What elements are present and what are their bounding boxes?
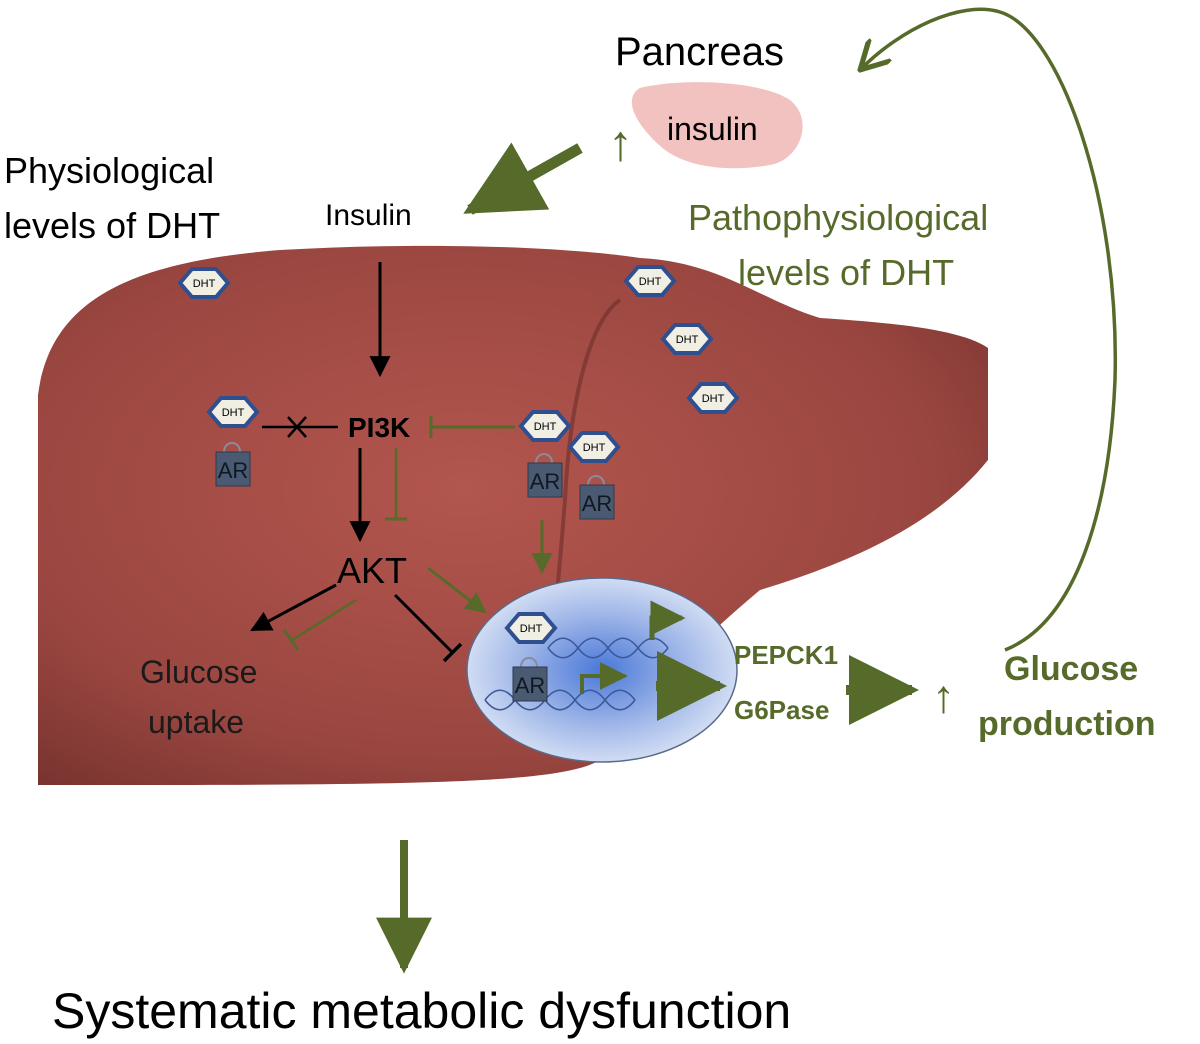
ar-box [215,451,251,487]
dht-label: DHT [534,421,557,433]
ar-box [579,484,615,520]
pepck1-label: PEPCK1 [734,640,838,670]
dht-molecule: DHT [686,382,740,414]
ar-label: AR [530,469,561,494]
dht-label: DHT [702,393,725,405]
block-cross-b [287,416,307,438]
dht-molecule: DHT [504,612,558,644]
dht-label: DHT [193,278,216,290]
glucose-uptake-line2: uptake [148,704,244,740]
feedback-curve-arrow [862,7,1118,652]
dna-helix-upper [547,637,669,659]
pancreas-insulin-label: insulin [667,111,758,147]
insulin-label: Insulin [325,199,412,232]
g6pase-label: G6Pase [734,695,829,725]
ar-receptor: AR [527,453,563,498]
dht-label: DHT [583,442,606,454]
ar-receptor: AR [579,475,615,520]
akt-to-nucleus-arrow [427,566,487,614]
pancreas-up-arrow: ↑ [608,115,633,171]
physiological-line2: levels of DHT [4,205,220,246]
dht-molecule: DHT [518,410,572,442]
dna-helix-lower [484,689,636,711]
dht-label: DHT [520,623,543,635]
ar-label: AR [582,491,613,516]
dht-hexagon [686,382,740,414]
dht-hexagon [623,265,677,297]
dht-label: DHT [639,276,662,288]
physiological-line1: Physiological [4,150,214,191]
pi3k-label: PI3K [348,412,410,443]
nucleus [466,577,738,763]
outcome-label: Systematic metabolic dysfunction [52,983,791,1039]
dht-molecule: DHT [206,396,260,428]
pathophysiological-line2: levels of DHT [738,252,954,293]
pancreas-title: Pancreas [615,30,784,74]
dht-molecule: DHT [623,265,677,297]
dht-label: DHT [676,334,699,346]
glucose-production-up-arrow: ↑ [932,670,955,722]
ar-receptors: AR AR AR AR [215,442,615,702]
dht-molecules: DHT DHT DHT DHT DHT DHT DHT DHT [177,265,740,644]
ar-receptor: AR [215,442,251,487]
transcription-arrow-lower [580,662,628,694]
ar-binding-site [535,453,553,464]
ar-box [527,462,563,498]
pancreas-shape [631,82,803,169]
dht-molecule: DHT [660,323,714,355]
pancreas-to-insulin-arrow [463,142,583,215]
ar-binding-site [587,475,605,486]
ar-box [512,666,548,702]
glucose-production-line2: production [978,705,1156,743]
glucose-uptake-line1: Glucose [140,654,257,690]
dht-hexagon [567,431,621,463]
ar-label: AR [515,673,546,698]
liver-shape [38,245,988,786]
akt-glucose-uptake-inhibition-link [291,598,357,642]
dht-hexagon [206,396,260,428]
dht-molecule: DHT [567,431,621,463]
dht-hexagon [177,267,231,299]
dht-hexagon [660,323,714,355]
pathophysiological-line1: Pathophysiological [688,197,988,238]
dht-label: DHT [222,407,245,419]
ar-label: AR [218,458,249,483]
dht-hexagon [504,612,558,644]
dht-hexagon [518,410,572,442]
ar-binding-site [223,442,241,453]
dht-molecule: DHT [177,267,231,299]
akt-nucleus-inhibition-bar [442,642,463,663]
akt-label: AKT [337,550,407,591]
ar-binding-site [520,657,538,668]
glucose-production-line1: Glucose [1004,650,1138,688]
transcription-arrow-upper [649,600,686,640]
akt-glucose-uptake-inhibition-bar [282,629,300,651]
akt-to-glucose-uptake-arrow [250,583,337,632]
ar-receptor: AR [512,657,548,702]
akt-nucleus-inhibition-link [393,593,454,654]
